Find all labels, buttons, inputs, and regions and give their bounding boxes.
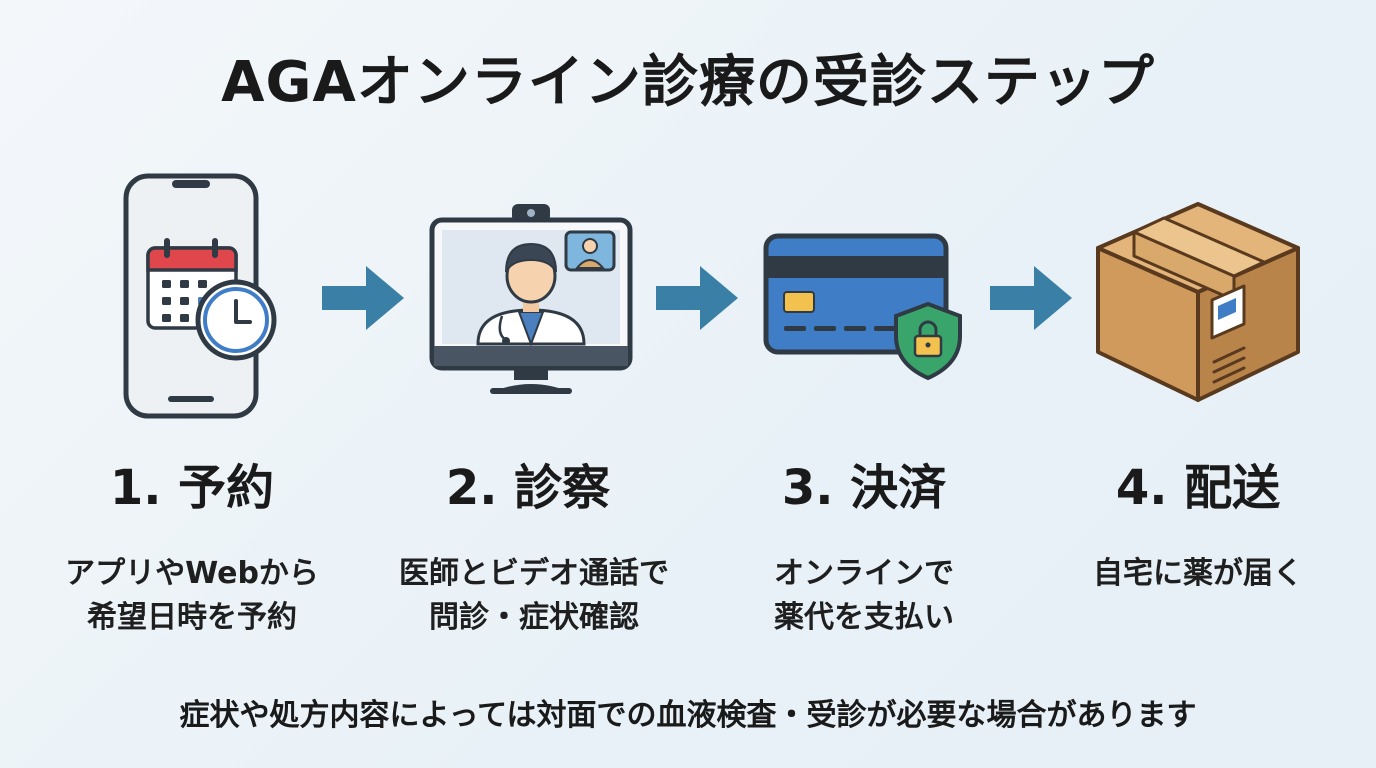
description-line: 問診・症状確認	[429, 599, 639, 635]
footnote: 症状や処方内容によっては対面での血液検査・受診が必要な場合があります	[179, 698, 1197, 733]
description-line: 薬代を支払い	[774, 599, 954, 635]
cardboard-box-icon	[1096, 202, 1300, 402]
arrow-right-icon	[656, 266, 738, 330]
description-line: 医師とビデオ通話で	[399, 556, 669, 591]
smartphone-calendar-clock-icon	[123, 173, 277, 419]
credit-card-shield-lock-icon	[763, 233, 962, 381]
description-line: 希望日時を予約	[87, 599, 297, 635]
arrow-right-icon	[990, 266, 1072, 330]
monitor-doctor-video-call-icon	[429, 204, 633, 394]
description-line: 自宅に薬が届く	[1093, 556, 1303, 591]
step-description-consultation: 医師とビデオ通話で 問診・症状確認	[364, 552, 704, 639]
step-description-payment: オンラインで 薬代を支払い	[694, 552, 1034, 639]
description-line: アプリやWebから	[65, 556, 319, 591]
step-label-reservation: 1. 予約	[109, 460, 275, 516]
step-description-reservation: アプリやWebから 希望日時を予約	[22, 552, 362, 639]
step-label-delivery: 4. 配送	[1115, 460, 1281, 516]
arrow-right-icon	[322, 266, 404, 330]
step-label-payment: 3. 決済	[781, 460, 947, 516]
description-line: オンラインで	[774, 556, 954, 591]
step-description-delivery: 自宅に薬が届く	[1028, 552, 1368, 596]
page-title: AGAオンライン診療の受診ステップ	[221, 50, 1155, 115]
step-label-consultation: 2. 診察	[445, 460, 611, 516]
